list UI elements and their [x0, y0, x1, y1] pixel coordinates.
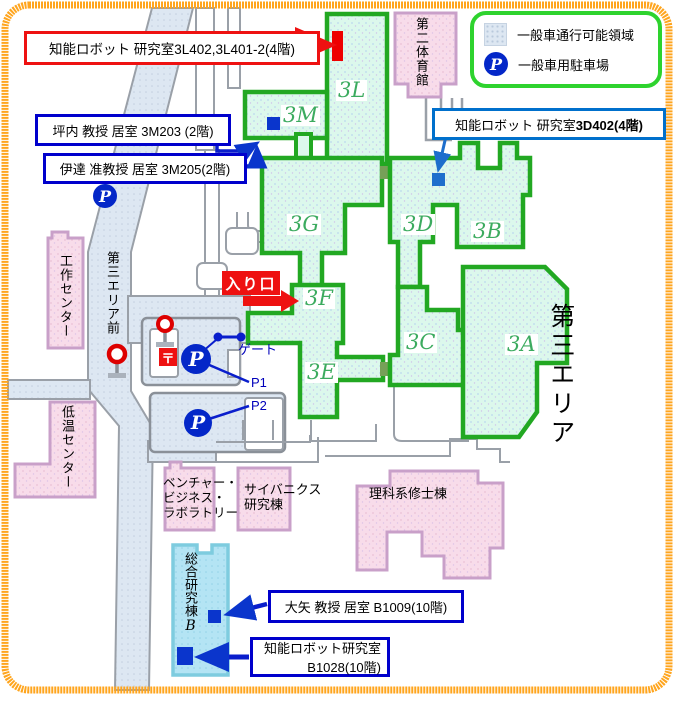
building-venture [163, 460, 216, 532]
gate-post-icon [236, 332, 246, 342]
marker-3d402 [432, 173, 445, 186]
building-label-3b: 3B [471, 219, 504, 243]
bus-stop-icon [156, 315, 174, 347]
cybernics-label-line1: サイバニクス [244, 482, 322, 497]
marker-3m-rooms [267, 117, 280, 130]
entrance-arrow-head [281, 290, 299, 312]
west-branch-road [7, 379, 91, 400]
callout-3d402-arrow-icon [433, 135, 452, 173]
building-label-3g: 3G [287, 212, 322, 236]
lowtemp-label: 低温センター [59, 405, 75, 489]
p1-label: P1 [251, 375, 267, 390]
legend-traffic-row: 一般車通行可能領域 [484, 23, 658, 46]
p2-label: P2 [251, 398, 267, 413]
building-science-masters [355, 469, 505, 580]
venture-label-line3: ラボラトリー [163, 506, 239, 520]
parking-icon: P [484, 52, 508, 76]
marker-b1028 [177, 647, 193, 665]
venture-label: ベンチャー・ ビジネス・ ラボラトリー [163, 476, 238, 521]
science-masters-label: 理科系修士棟 [369, 486, 448, 501]
cybernics-label: サイバニクス 研究棟 [244, 482, 321, 512]
sogo-label: 総合研究棟 B [181, 552, 200, 634]
callout-b1028: 知能ロボット研究室 B1028(10階) [250, 637, 390, 677]
entrance-label: 入り口 [222, 271, 280, 295]
gray-road [204, 149, 220, 297]
area3-label: 第三エリア [546, 303, 574, 448]
gate-post-icon [213, 332, 223, 342]
building-label-3d: 3D [401, 212, 436, 236]
traffic-area-swatch-icon [484, 23, 507, 46]
legend-parking-row: P 一般車用駐車場 [484, 52, 658, 76]
callout-oya-arrow-icon [223, 594, 268, 621]
bus-stop-label: 第三エリア前 [104, 251, 120, 335]
building-label-3c: 3C [404, 330, 438, 354]
gate-label: ゲート [238, 342, 278, 357]
callout-tsubouchi: 坪内 教授 居室 3M203 (2階) [35, 114, 231, 146]
p2-pointer-line [208, 404, 250, 421]
legend-parking-label: 一般車用駐車場 [518, 57, 610, 73]
marker-b1009 [208, 610, 221, 623]
postal-icon: 〒 [159, 348, 177, 366]
p1-pointer-line [206, 362, 250, 384]
sogo-label-text: 総合研究棟 [183, 552, 198, 617]
legend: 一般車通行可能領域 P 一般車用駐車場 [470, 11, 662, 88]
building-label-3e: 3E [305, 360, 338, 384]
legend-traffic-label: 一般車通行可能領域 [517, 28, 635, 43]
venture-label-line1: ベンチャー・ [163, 476, 238, 490]
callout-lab-3d402: 知能ロボット 研究室 3D402(4階) [432, 108, 666, 140]
bus-stop-icon [106, 343, 128, 378]
gym-label: 第二体育館 [413, 17, 429, 87]
building-lowtemp [13, 400, 97, 499]
building-gym [393, 11, 458, 99]
building-label-3a: 3A [505, 332, 538, 356]
workshop-label: 工作センター [57, 254, 73, 338]
cybernics-label-line2: 研究棟 [244, 497, 284, 512]
callout-lab-3d402-room: 3D402(4階) [575, 117, 643, 133]
gray-road [310, 383, 477, 442]
parking-icon: P [181, 344, 211, 374]
gray-road [325, 438, 510, 463]
building-label-3l: 3L [336, 78, 368, 102]
building-label-3f: 3F [303, 286, 335, 310]
callout-lab-3l: 知能ロボット 研究室3L402,3L401-2(4階) [24, 31, 320, 65]
sogo-label-b: B [185, 618, 196, 634]
building-workshop [46, 230, 85, 350]
parking-icon: P [184, 409, 212, 437]
callout-b1028-line2: B1028(10階) [307, 660, 381, 675]
venture-label-line2: ビジネス・ [163, 491, 226, 505]
building-3g-block [259, 155, 385, 290]
building-label-3m: 3M [281, 103, 320, 127]
parking-icon: P [93, 184, 117, 208]
building-cybernics [236, 466, 292, 532]
callout-oya: 大矢 教授 居室 B1009(10階) [268, 590, 464, 623]
callout-lab-3d402-prefix: 知能ロボット 研究室 [455, 117, 576, 133]
marker-3l-rooms [332, 31, 343, 61]
gate-structure [225, 227, 259, 255]
parking-row [227, 349, 241, 378]
callout-date: 伊達 准教授 居室 3M205(2階) [43, 153, 247, 184]
callout-b1028-line1: 知能ロボット研究室 [263, 641, 381, 656]
